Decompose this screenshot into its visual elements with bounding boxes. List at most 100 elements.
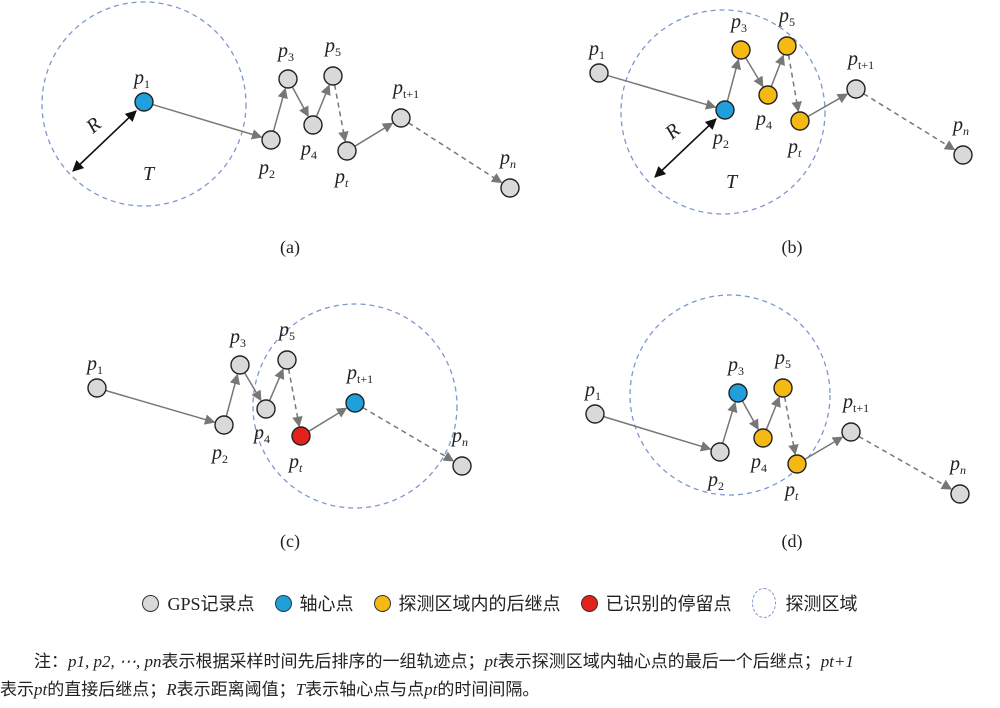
point-p2-gps [214,415,234,435]
dashed-arrow [783,396,799,456]
note-t: T [295,680,306,699]
circle-marker-icon [580,594,598,612]
point-label: p2 [257,157,275,181]
point-pt-gps [337,141,357,161]
trajectory-arrow [152,103,263,140]
dashed-circle-icon [751,588,776,618]
note-text-6: 表示轴心点与点 [305,680,425,699]
point-label: p3 [729,11,747,35]
time-label: T [726,171,739,193]
point-label: p4 [252,422,270,446]
figure-note: 注：p1, p2, ⋯, pn表示根据采样时间先后排序的一组轨迹点；pt表示探测… [0,648,1000,704]
point-pt-successor [790,111,810,131]
point-p4-successor [758,85,778,105]
note-pt: pt [484,652,498,671]
legend: GPS记录点 轴心点 探测区域内的后继点 已识别的停留点探测区域 [0,588,1000,618]
point-label: p3 [276,40,294,64]
point-label: pt+1 [846,48,874,72]
note-seq: p1, p2, ⋯, pn [68,652,162,671]
point-label: p1 [587,38,605,62]
diagram-canvas: RTp1p2p3p4p5ptpt+1pn(a)RTp1p2p3p4p5ptpt+… [41,1,973,552]
dashed-arrow [787,54,802,113]
radius-arrow [654,118,717,178]
point-label: p3 [228,326,246,350]
trajectory-arrow [726,58,742,102]
trajectory-arrow [268,368,285,402]
point-p4-gps [303,115,323,135]
point-label: pt [333,166,349,190]
dashed-arrow [333,84,349,143]
point-p5-successor [777,36,797,56]
trajectory-arrow [603,415,712,452]
point-pt+1-pivot [345,393,365,413]
point-label: pn [948,453,966,477]
legend-item-successor: 探测区域内的后继点 [373,590,561,616]
point-label: p5 [277,319,295,343]
dashed-arrow [408,122,503,184]
dashed-arrow [858,435,953,490]
point-label: p5 [777,5,795,29]
point-label: pt+1 [841,391,869,415]
note-prefix: 注： [34,652,68,671]
point-pt+1-gps [846,79,866,99]
point-label: p4 [754,108,772,132]
legend-label: 探测区域内的后继点 [398,594,561,614]
trajectory-arrow [721,401,738,444]
point-p1-gps [589,63,609,83]
trajectory-arrow [607,74,717,110]
point-p2-gps [261,130,281,150]
panel-caption: (b) [782,237,803,258]
legend-item-region: 探测区域 [751,588,858,618]
point-pt+1-gps [841,422,861,442]
point-p5-gps [277,350,297,370]
point-p5-successor [773,378,793,398]
point-label: pt+1 [391,77,419,101]
point-label: p2 [706,469,724,493]
point-label: pn [498,147,516,171]
point-label: p1 [85,353,103,377]
circle-marker-icon [274,594,292,612]
legend-item-pivot: 轴心点 [274,590,354,616]
note-pt1: pt+1 [820,652,854,671]
trajectory-arrow [804,436,844,461]
point-pn-gps [452,456,472,476]
point-label: pt [783,479,799,503]
point-p5-gps [323,66,343,86]
legend-item-gps: GPS记录点 [142,590,255,616]
legend-label: 轴心点 [299,594,354,614]
point-label: p3 [726,354,744,378]
trajectory-arrow [243,372,262,402]
point-p1-gps [87,378,107,398]
point-label: p5 [773,347,791,371]
trajectory-arrow [315,84,331,117]
trajectory-arrow [744,57,764,88]
point-p1-pivot [134,92,154,112]
point-pn-gps [953,145,973,165]
point-label: p4 [299,138,317,162]
trajectory-arrow [272,87,288,132]
point-label: p1 [583,379,601,403]
note-text-4: 的直接后继点； [47,680,167,699]
trajectory-arrow [741,400,759,431]
note-r: R [166,680,177,699]
radius-arrow [72,110,137,172]
note-pt-b: pt [34,680,48,699]
note-text-5: 表示距离阈值； [176,680,296,699]
circle-marker-icon [142,594,160,612]
point-p1-gps [585,404,605,424]
point-p3-gps [230,355,250,375]
trajectory-arrow [807,93,849,118]
point-pt+1-gps [391,108,411,128]
legend-label: 已识别的停留点 [605,594,732,614]
detection-region [620,9,826,215]
dashed-arrow [287,368,303,428]
note-text-2: 表示探测区域内轴心点的最后一个后继点； [497,652,821,671]
point-label: p2 [711,127,729,151]
point-label: pt+1 [345,362,373,386]
point-p4-successor [753,428,773,448]
point-pt-stop [291,426,311,446]
